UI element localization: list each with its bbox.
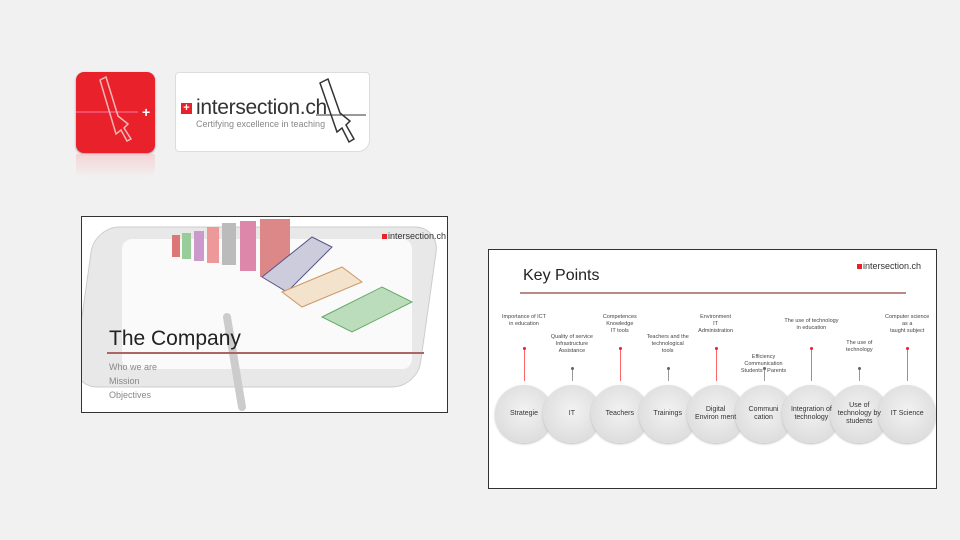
point-dot xyxy=(523,347,526,350)
slide-title: Key Points xyxy=(523,267,600,284)
point-note: Quality of service Infrastructure Assist… xyxy=(550,334,593,355)
point-note: The use of technology in education xyxy=(784,318,839,332)
point-stem xyxy=(811,348,813,381)
slide-logo-text: intersection.ch xyxy=(388,231,447,241)
point-note: Environment IT Administration xyxy=(698,314,734,335)
svg-text:+: + xyxy=(142,104,150,120)
key-point-label: Integration of technology xyxy=(790,405,832,421)
point-stem xyxy=(907,348,909,381)
cursor-icon: + xyxy=(76,75,150,142)
point-note: The use of technology xyxy=(845,340,873,354)
slide-logo: intersection.ch xyxy=(857,261,921,271)
point-stem xyxy=(715,348,717,381)
slide-logo: intersection.ch xyxy=(382,231,446,241)
key-point-label: Communi cation xyxy=(748,405,779,421)
point-stem xyxy=(619,348,621,381)
swiss-flag-icon: + xyxy=(181,103,192,114)
point-dot xyxy=(858,367,862,370)
point-stem xyxy=(571,368,573,381)
icon-reflection xyxy=(76,154,155,178)
slide-key-points[interactable]: intersection.ch Key Points Importance of… xyxy=(488,249,937,489)
key-point-label: Trainings xyxy=(653,409,682,417)
logo-name: intersection.ch xyxy=(196,96,327,119)
point-stem xyxy=(763,368,765,381)
point-dot xyxy=(570,367,574,370)
point-stem xyxy=(667,368,669,381)
slide-the-company[interactable]: intersection.ch The Company Who we are M… xyxy=(81,216,448,413)
tablet-books-image xyxy=(82,219,437,411)
title-underline xyxy=(107,352,424,354)
point-dot xyxy=(714,347,718,350)
app-icon: + xyxy=(76,72,155,153)
point-dot xyxy=(810,347,814,350)
point-dot xyxy=(666,367,670,370)
key-point-label: IT xyxy=(568,409,575,417)
slide-title: The Company xyxy=(109,327,241,350)
title-underline xyxy=(520,292,906,294)
key-point-label: Strategie xyxy=(509,409,539,417)
key-point-label: IT Science xyxy=(890,409,924,417)
logo-tagline: Certifying excellence in teaching xyxy=(196,119,326,129)
key-point-label: Use of technology by students xyxy=(837,401,881,426)
intersection-logo: + intersection.ch Certifying excellence … xyxy=(175,72,370,152)
slide-logo-text: intersection.ch xyxy=(863,261,922,271)
point-dot xyxy=(618,347,622,350)
point-note: Importance of ICT in education xyxy=(501,314,547,328)
point-note: Computer science as a taught subject xyxy=(885,314,930,335)
point-dot xyxy=(762,367,766,370)
point-stem xyxy=(524,348,525,381)
key-point-label: Teachers xyxy=(605,409,634,417)
slide-item: Who we are xyxy=(109,362,158,372)
key-point-label: Digital Environ ment xyxy=(694,405,737,421)
point-dot xyxy=(906,347,910,350)
slide-item: Objectives xyxy=(109,390,152,400)
point-stem xyxy=(859,368,861,381)
slide-item: Mission xyxy=(109,376,140,386)
key-point-circle[interactable] xyxy=(878,385,936,443)
point-note: Competences Knowledge IT tools xyxy=(602,314,637,335)
cursor-icon xyxy=(316,77,366,144)
point-note: Efficiency Communication Students / Pare… xyxy=(740,354,787,375)
point-note: Teachers and the technological tools xyxy=(646,334,689,355)
